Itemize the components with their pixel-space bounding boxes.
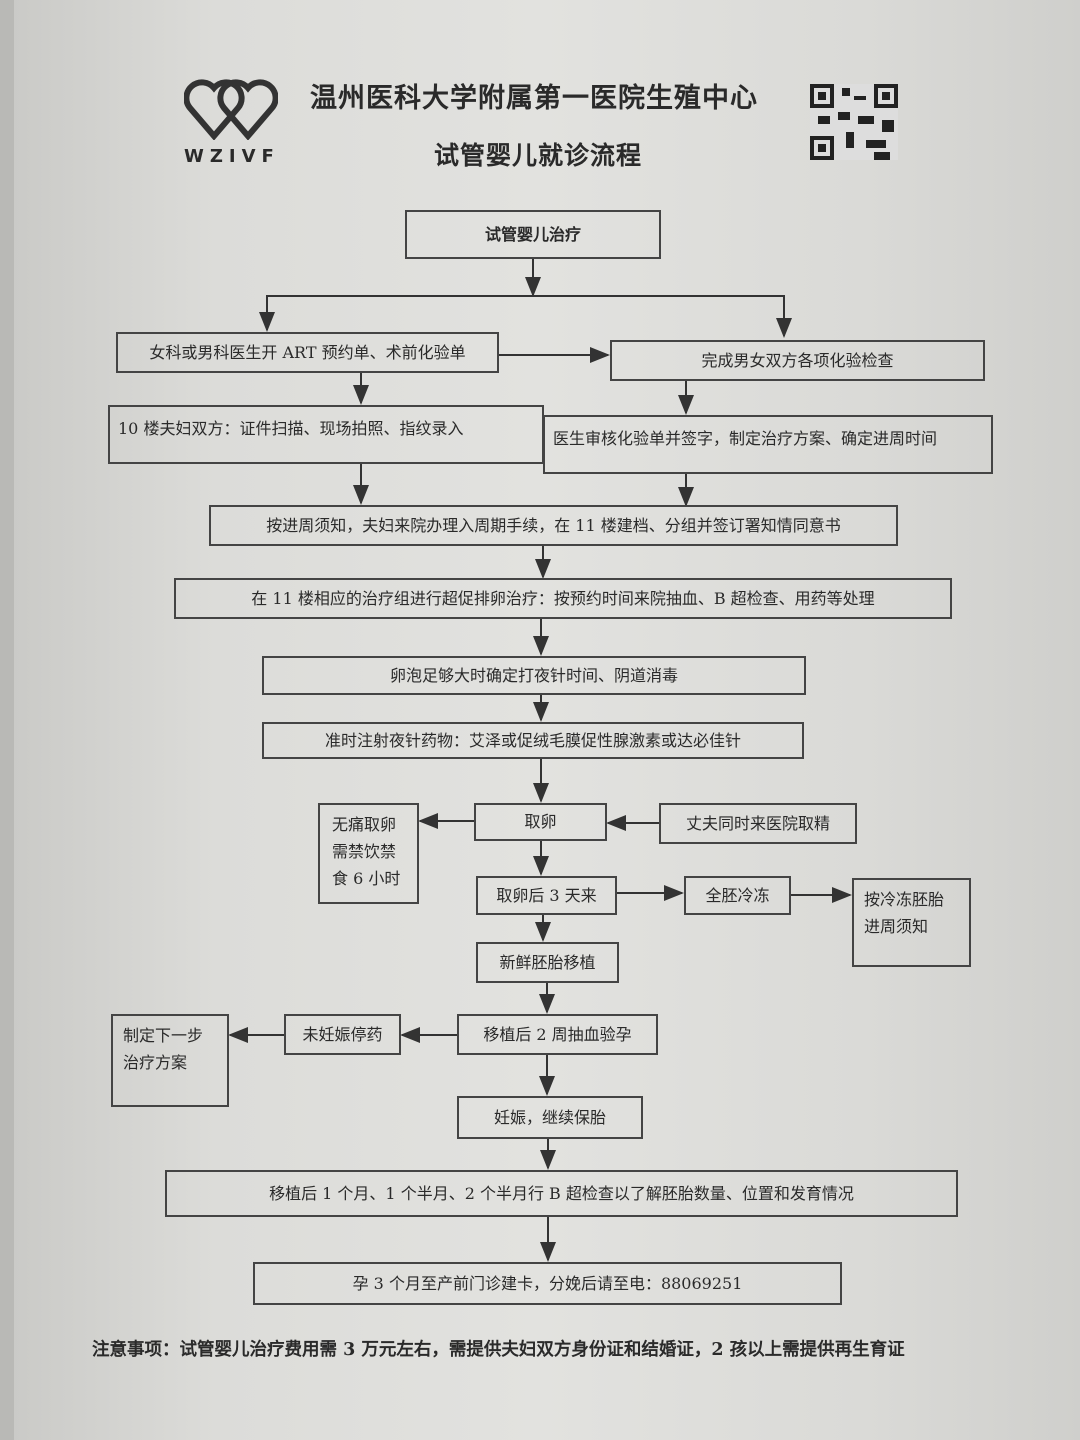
flow-step-trigger-injection: 准时注射夜针药物：艾泽或促绒毛膜促性腺激素或达必佳针: [262, 722, 804, 759]
flow-fresh-transfer: 新鲜胚胎移植: [476, 942, 619, 983]
flow-freeze-all: 全胚冷冻: [684, 876, 791, 915]
flow-step-stimulation: 在 11 楼相应的治疗组进行超促排卵治疗：按预约时间来院抽血、B 超检查、用药等…: [174, 578, 952, 619]
flow-step-art-order: 女科或男科医生开 ART 预约单、术前化验单: [116, 332, 499, 373]
flow-ultrasound: 移植后 1 个月、1 个半月、2 个半月行 B 超检查以了解胚胎数量、位置和发育…: [165, 1170, 958, 1217]
flow-step-doctor-review: 医生审核化验单并签字，制定治疗方案、确定进周时间: [543, 415, 993, 474]
page-title: 温州医科大学附属第一医院生殖中心: [310, 83, 758, 114]
flow-start: 试管婴儿治疗: [405, 210, 661, 259]
flow-frozen-notice: 按冷冻胚胎进周须知: [852, 878, 971, 967]
flow-husband-sperm: 丈夫同时来医院取精: [659, 803, 857, 844]
flow-step-trigger-time: 卵泡足够大时确定打夜针时间、阴道消毒: [262, 656, 806, 695]
logo-text: WZIVF: [184, 146, 280, 167]
flow-not-pregnant: 未妊娠停药: [284, 1014, 401, 1055]
flow-step-registration: 10 楼夫妇双方：证件扫描、现场拍照、指纹录入: [108, 405, 544, 464]
flow-day3: 取卵后 3 天来: [476, 876, 617, 915]
flow-next-plan: 制定下一步治疗方案: [111, 1014, 229, 1107]
flow-blood-test: 移植后 2 周抽血验孕: [457, 1014, 658, 1055]
notice-text: 注意事项：试管婴儿治疗费用需 3 万元左右，需提供夫妇双方身份证和结婚证，2 孩…: [92, 1340, 905, 1360]
flow-prenatal: 孕 3 个月至产前门诊建卡，分娩后请至电：88069251: [253, 1262, 842, 1305]
flow-step-enrollment: 按进周须知，夫妇来院办理入周期手续，在 11 楼建档、分组并签订署知情同意书: [209, 505, 898, 546]
paper-edge: [0, 0, 14, 1440]
flow-pregnant: 妊娠，继续保胎: [457, 1096, 643, 1139]
page-subtitle: 试管婴儿就诊流程: [434, 141, 643, 170]
logo-hearts: [184, 79, 278, 140]
qr-code: [810, 84, 898, 160]
flow-egg-retrieval: 取卵: [474, 803, 607, 841]
flow-step-lab-tests: 完成男女双方各项化验检查: [610, 340, 985, 381]
flow-painless-note: 无痛取卵需禁饮禁食 6 小时: [318, 803, 419, 904]
